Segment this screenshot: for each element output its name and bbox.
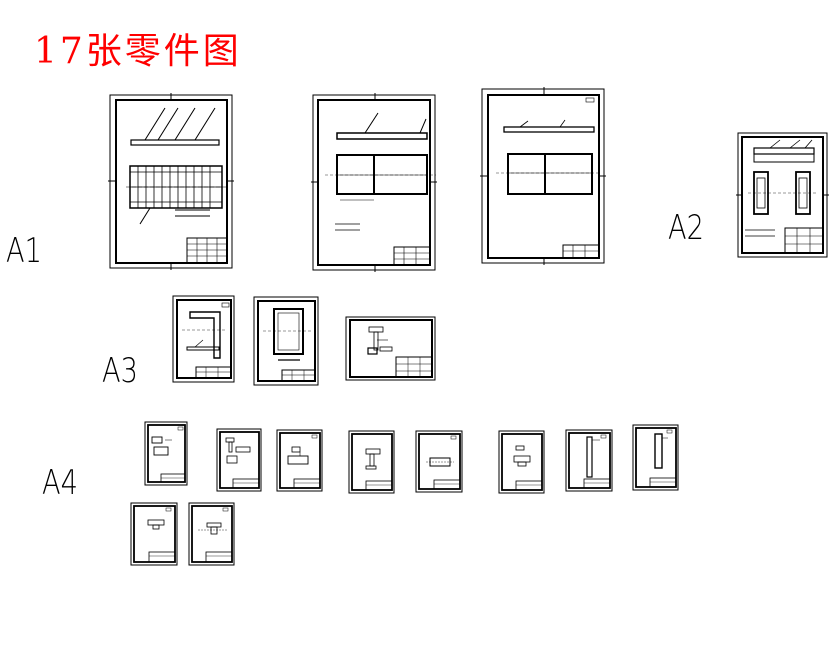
a4-sheet-9[interactable] — [130, 502, 178, 566]
size-label-a3: A3 — [102, 351, 138, 391]
a3-sheet-3[interactable] — [345, 316, 436, 381]
a1-sheet-1[interactable] — [108, 93, 234, 270]
page-title: 17张零件图 — [34, 31, 242, 72]
a4-sheet-7[interactable] — [565, 429, 613, 492]
a3-sheet-2[interactable] — [253, 296, 319, 386]
a4-sheet-8[interactable] — [632, 424, 679, 491]
size-label-a1: A1 — [6, 231, 42, 271]
a4-sheet-10[interactable] — [188, 502, 235, 566]
a4-sheet-4[interactable] — [348, 430, 395, 494]
a2-sheet-1[interactable] — [736, 132, 829, 258]
a4-sheet-5[interactable] — [415, 430, 463, 493]
a1-sheet-2[interactable] — [311, 93, 437, 272]
a3-sheet-1[interactable] — [172, 295, 235, 383]
a4-sheet-1[interactable] — [144, 421, 188, 486]
a4-sheet-3[interactable] — [276, 429, 323, 492]
size-label-a4: A4 — [42, 463, 78, 503]
a4-sheet-2[interactable] — [216, 428, 262, 492]
a4-sheet-6[interactable] — [498, 430, 545, 494]
a1-sheet-3[interactable] — [480, 87, 606, 265]
size-label-a2: A2 — [668, 208, 704, 248]
